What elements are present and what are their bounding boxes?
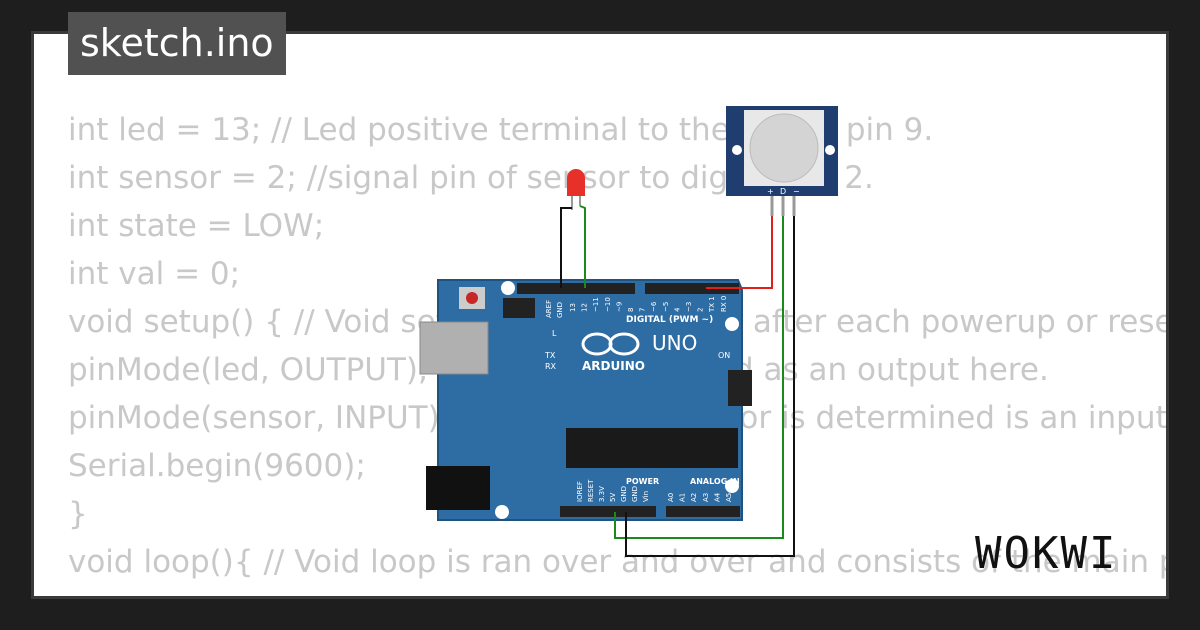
code-line: int led = 13; // Led positive terminal t… bbox=[68, 112, 934, 148]
code-line: int state = LOW; bbox=[68, 208, 325, 244]
code-line: pinMode(sensor, INPUT); // PIR motion se… bbox=[68, 400, 1166, 436]
code-line: void setup() { // Void setup is ran only… bbox=[68, 304, 1166, 340]
code-line: } bbox=[68, 496, 88, 532]
preview-card: int led = 13; // Led positive terminal t… bbox=[34, 34, 1166, 596]
code-line: pinMode(led, OUTPUT); // LED is determin… bbox=[68, 352, 1049, 388]
code-line: Serial.begin(9600); bbox=[68, 448, 366, 484]
code-line: val = digitalRead(sensor); bbox=[68, 586, 1166, 596]
code-view: int led = 13; // Led positive terminal t… bbox=[68, 106, 1166, 596]
wokwi-logo: WOKWI bbox=[975, 528, 1118, 579]
code-line: int sensor = 2; //signal pin of sensor t… bbox=[68, 160, 874, 196]
code-line: int val = 0; bbox=[68, 256, 241, 292]
file-title: sketch.ino bbox=[68, 12, 286, 75]
